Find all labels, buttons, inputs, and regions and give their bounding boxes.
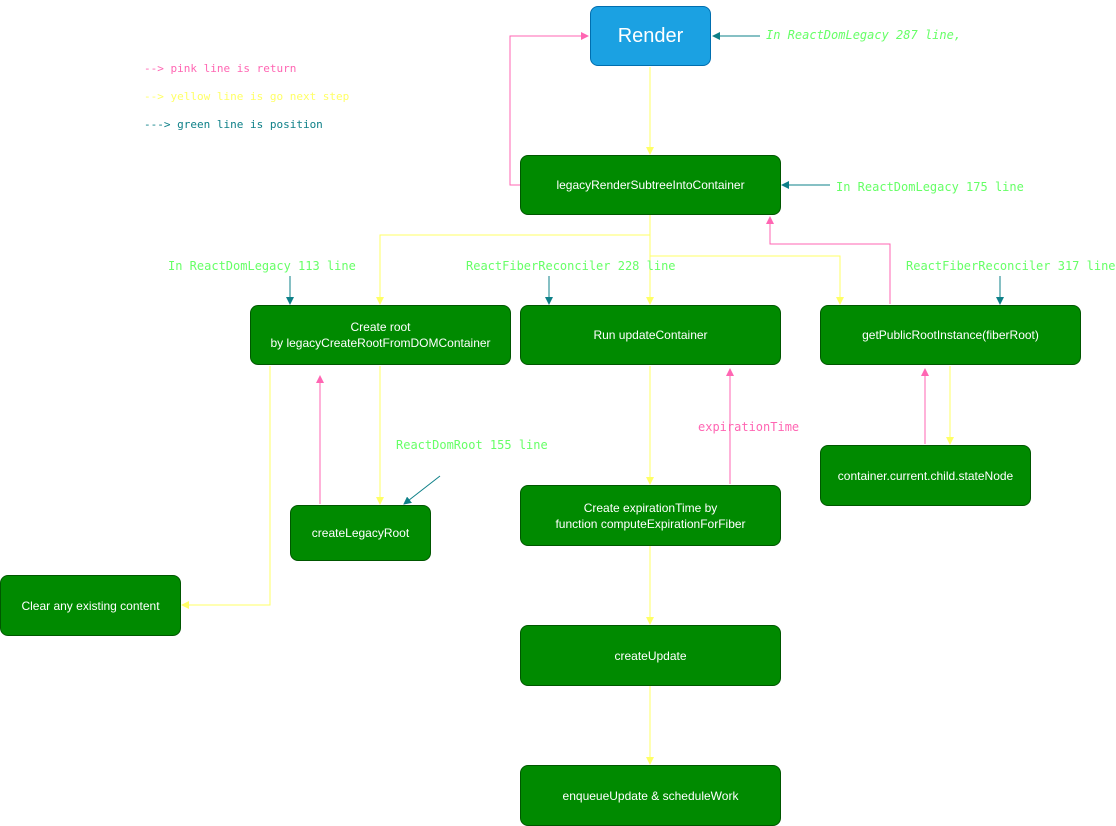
return-legacy-render-to-render [509,32,589,186]
run-update-container-label: Run updateContainer [593,328,708,342]
legacy-render-position-note: In ReactDomLegacy 175 line [836,180,1024,194]
return-public-root-to-legacy-render [766,216,891,304]
state-node-node[interactable]: container.current.child.stateNode [820,445,1031,506]
update-container-position-note: ReactFiberReconciler 228 line [466,259,676,273]
render-node-label: Render [617,25,684,47]
edge-legacy-render-to-public-root [650,255,844,305]
get-public-root-instance-node[interactable]: getPublicRootInstance(fiberRoot) [820,305,1081,365]
pointer-legacy-root-position [403,475,441,505]
create-legacy-root-label: createLegacyRoot [311,526,410,540]
create-root-label-line1: Create root [350,320,411,334]
create-legacy-root-node[interactable]: createLegacyRoot [290,505,431,561]
legend-next-step: --> yellow line is go next step [144,90,350,103]
create-expiration-time-node[interactable]: Create expirationTime by function comput… [520,485,781,546]
get-public-root-instance-label: getPublicRootInstance(fiberRoot) [862,328,1039,342]
state-node-label: container.current.child.stateNode [837,468,1014,483]
create-expiration-time-label-line2: function computeExpirationForFiber [555,516,746,531]
legend-position: ---> green line is position [144,118,323,131]
legacy-render-subtree-label: legacyRenderSubtreeIntoContainer [556,178,745,192]
legacy-root-position-note: ReactDomRoot 155 line [396,438,548,452]
run-update-container-node[interactable]: Run updateContainer [520,305,781,365]
flow-edges [181,32,1004,765]
create-expiration-time-label-line1: Create expirationTime by [583,500,718,515]
clear-existing-content-node[interactable]: Clear any existing content [0,575,181,636]
enqueue-update-node[interactable]: enqueueUpdate & scheduleWork [520,765,781,826]
create-root-node[interactable]: Create root by legacyCreateRootFromDOMCo… [250,305,511,365]
clear-existing-content-label: Clear any existing content [21,598,160,613]
edge-create-root-to-clear-content [181,366,271,609]
expiration-time-return-note: expirationTime [698,420,800,434]
create-root-label-line2: by legacyCreateRootFromDOMContainer [270,336,491,350]
create-root-position-note: In ReactDomLegacy 113 line [168,259,356,273]
enqueue-update-label: enqueueUpdate & scheduleWork [562,788,739,803]
render-position-note: In ReactDomLegacy 287 line, [766,28,962,42]
public-root-position-note: ReactFiberReconciler 317 line [906,259,1116,273]
create-update-node[interactable]: createUpdate [520,625,781,686]
render-node[interactable]: Render [590,6,711,66]
legend-return: --> pink line is return [144,62,297,75]
legacy-render-subtree-node[interactable]: legacyRenderSubtreeIntoContainer [520,155,781,215]
create-update-label: createUpdate [614,648,687,663]
